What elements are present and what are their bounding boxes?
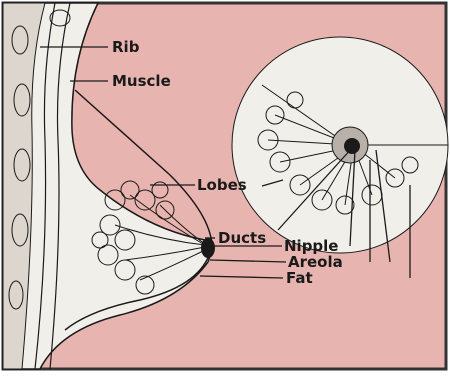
label-muscle: Muscle bbox=[112, 72, 171, 90]
label-fat: Fat bbox=[286, 269, 313, 287]
label-ducts: Ducts bbox=[218, 229, 266, 247]
nipple-front bbox=[344, 138, 360, 154]
label-lobes: Lobes bbox=[197, 176, 247, 194]
nipple-side bbox=[201, 238, 215, 258]
label-rib: Rib bbox=[112, 38, 140, 56]
